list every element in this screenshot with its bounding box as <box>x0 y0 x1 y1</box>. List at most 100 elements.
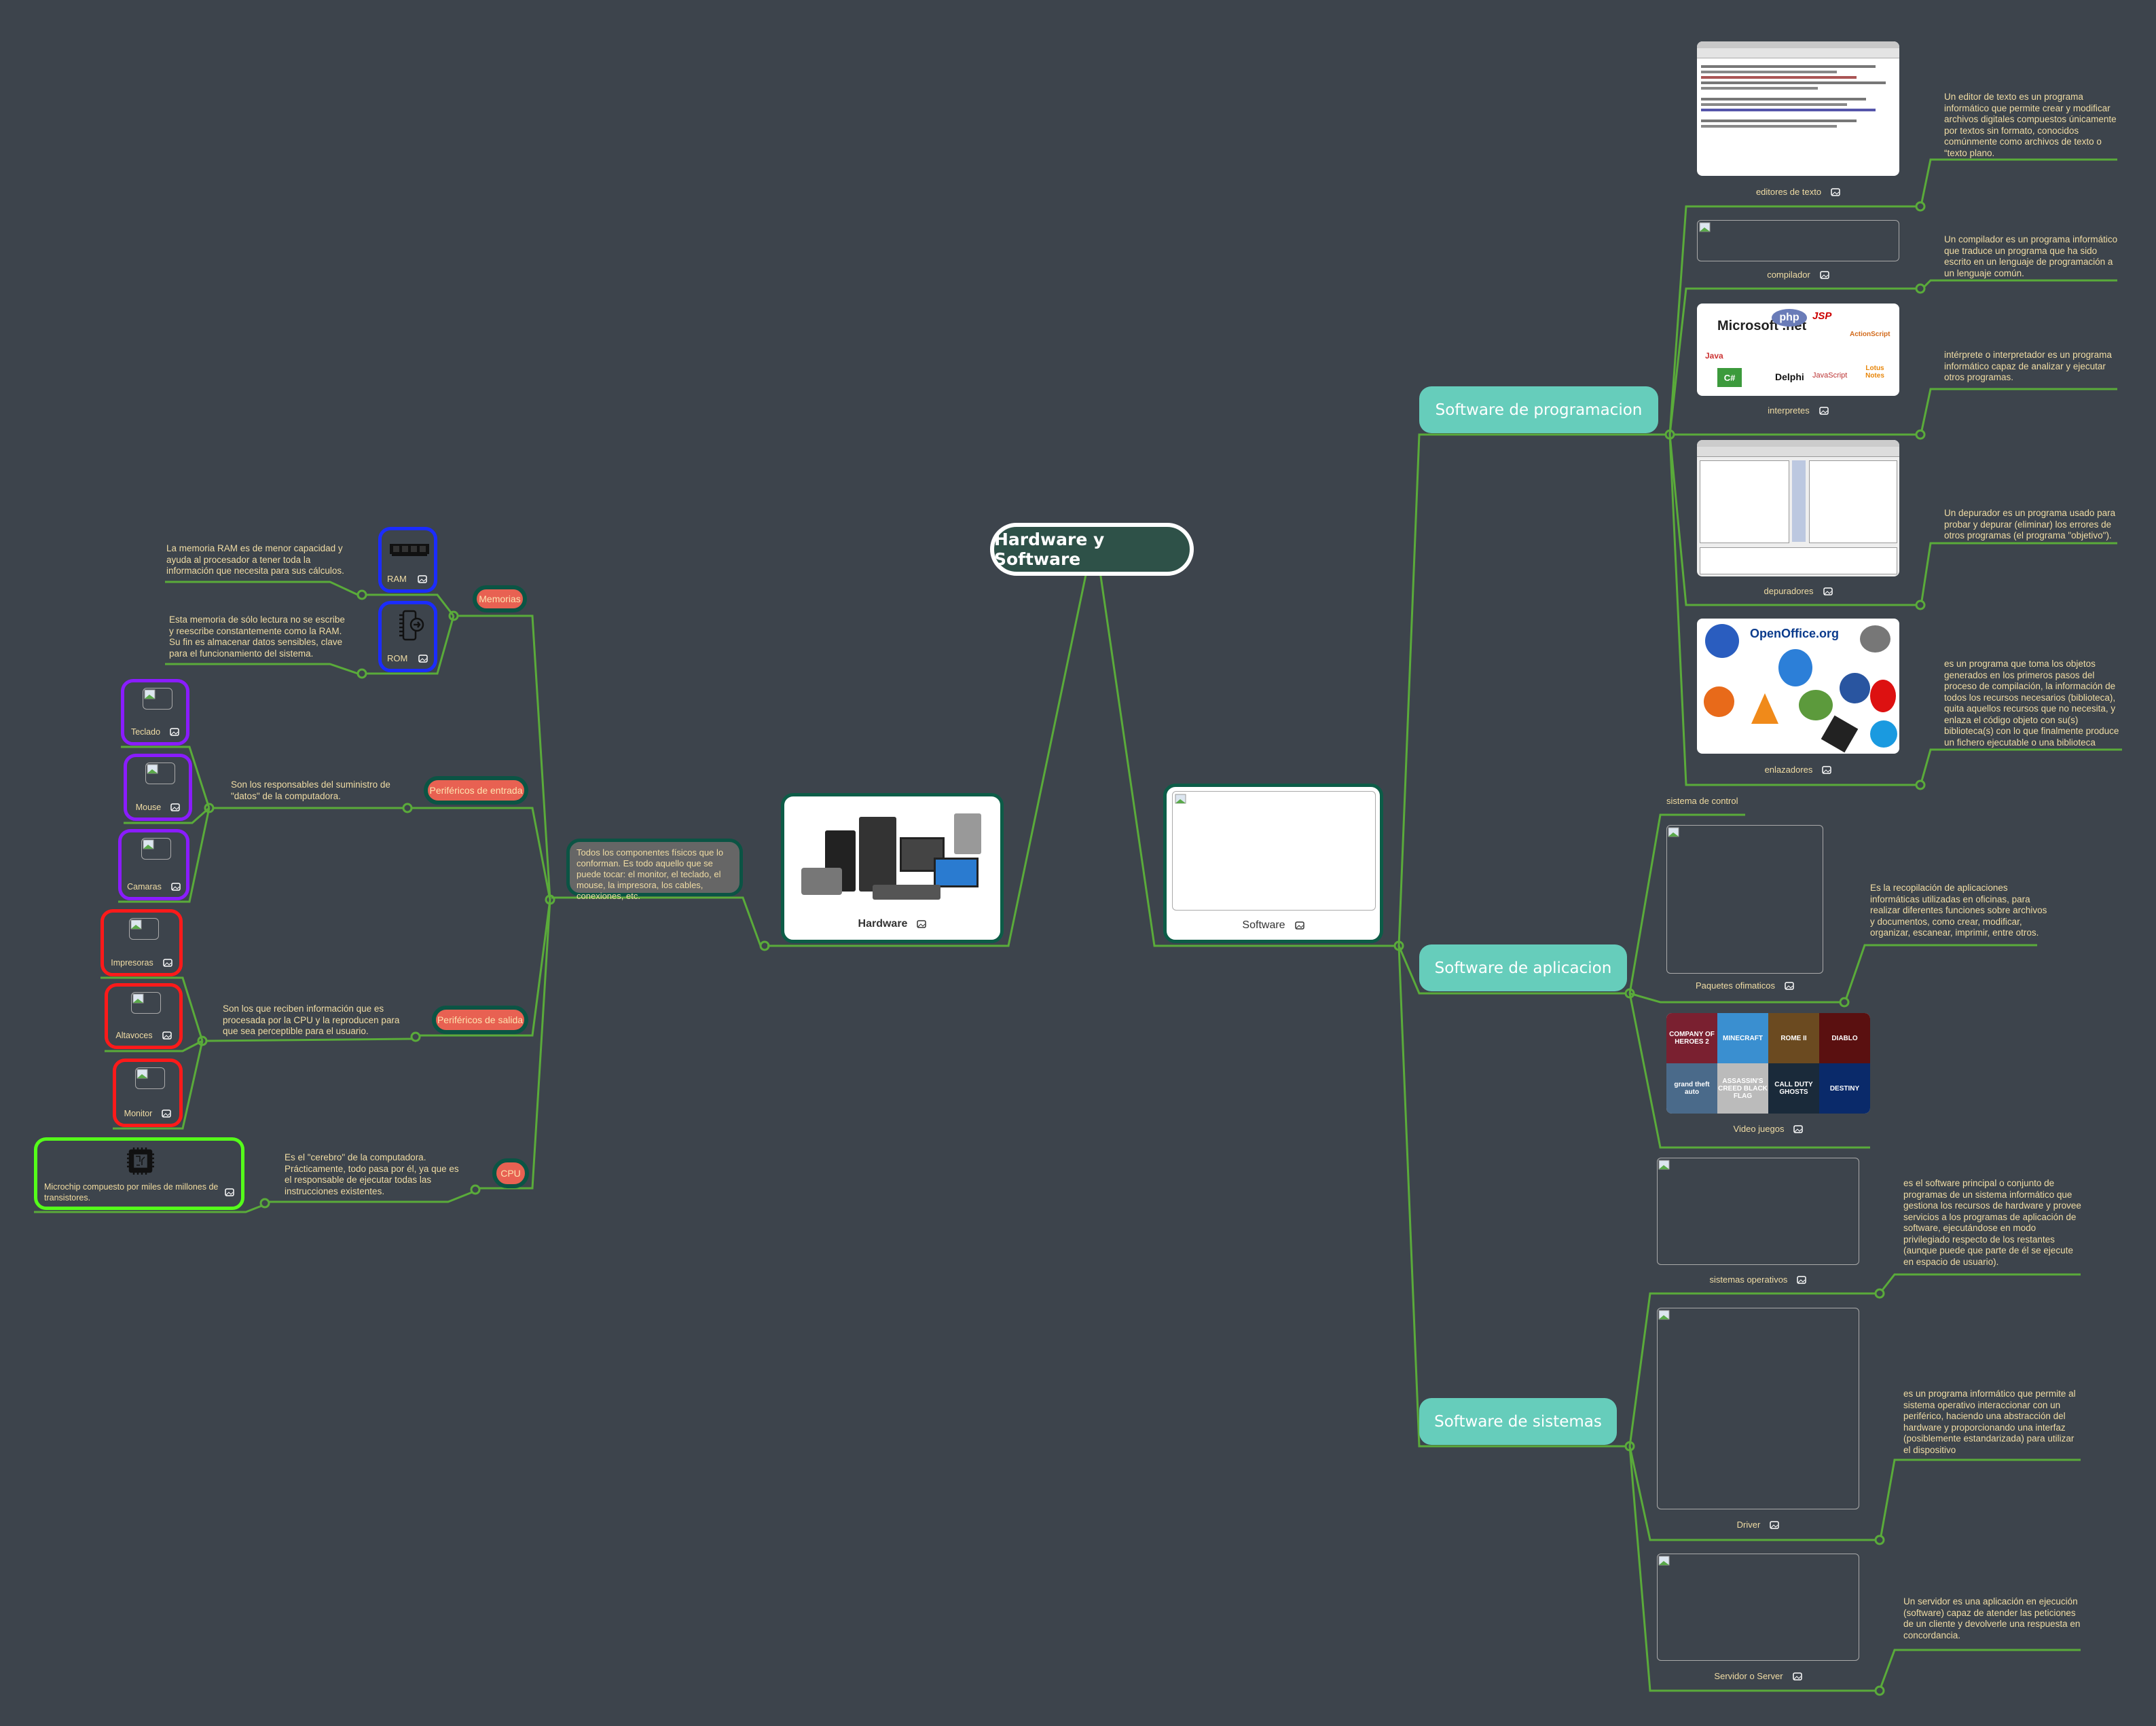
image-icon[interactable] <box>163 959 172 967</box>
device-node[interactable]: Mouse <box>124 754 192 821</box>
broken-image-icon <box>1658 1556 1670 1566</box>
image-icon[interactable] <box>162 1109 172 1118</box>
broken-image-icon <box>1699 222 1711 232</box>
image-icon[interactable] <box>1823 587 1833 595</box>
item-description: Un servidor es una aplicación en ejecuci… <box>1903 1596 2081 1640</box>
memorias-node[interactable]: Memorias <box>473 585 527 612</box>
device-node[interactable]: Teclado <box>121 679 189 746</box>
programacion-item[interactable]: compilador <box>1697 270 1899 280</box>
hardware-description[interactable]: Todos los componentes físicos que lo con… <box>566 839 743 901</box>
image-icon[interactable] <box>225 1188 234 1196</box>
item-label: editores de texto <box>1755 187 1822 197</box>
image-icon[interactable] <box>1785 981 1794 990</box>
game-cover: DESTINY <box>1819 1063 1870 1114</box>
sistema-de-control-label[interactable]: sistema de control <box>1666 796 1738 806</box>
compilador-image-placeholder <box>1697 220 1899 261</box>
image-icon[interactable] <box>1792 1672 1802 1681</box>
image-placeholder <box>1657 1158 1859 1265</box>
device-node[interactable]: Impresoras <box>101 909 183 976</box>
microchip-node[interactable]: Microchip compuesto por miles de millone… <box>34 1137 244 1210</box>
image-icon[interactable] <box>418 574 427 583</box>
paquetes-label: Paquetes ofimaticos <box>1695 980 1776 991</box>
hardware-node[interactable]: Hardware <box>781 793 1004 943</box>
software-programacion-node[interactable]: Software de programacion <box>1419 386 1658 433</box>
ram-label: RAM <box>387 574 407 584</box>
programacion-item[interactable]: editores de texto <box>1697 187 1899 197</box>
entrada-label: Periféricos de entrada <box>429 785 523 796</box>
broken-image-icon <box>143 839 153 849</box>
sistemas-item[interactable]: Driver <box>1657 1520 1859 1530</box>
sistemas-item[interactable]: Servidor o Server <box>1657 1671 1859 1681</box>
ram-description: La memoria RAM es de menor capacidad y a… <box>166 543 344 576</box>
image-icon[interactable] <box>1819 406 1829 415</box>
cpu-label: CPU <box>500 1168 521 1179</box>
image-icon[interactable] <box>171 883 181 891</box>
hardware-devices-image <box>798 803 988 908</box>
image-icon[interactable] <box>1822 765 1832 774</box>
software-node[interactable]: Software <box>1163 784 1383 943</box>
logo: ActionScript <box>1850 331 1890 338</box>
game-cover: ROME II <box>1768 1013 1819 1063</box>
logo: php <box>1772 309 1807 327</box>
image-icon[interactable] <box>1797 1275 1807 1284</box>
root-topic[interactable]: Hardware y Software <box>990 523 1194 576</box>
interpretes-logos-image: Microsoft .net php JSP ActionScript Java… <box>1697 304 1899 396</box>
broken-image-icon <box>1668 827 1679 837</box>
item-description: Un editor de texto es un programa inform… <box>1944 92 2117 158</box>
aplicacion-label: Software de aplicacion <box>1434 959 1612 977</box>
image-icon[interactable] <box>418 654 428 663</box>
game-cover: DIABLO <box>1819 1013 1870 1063</box>
device-node[interactable]: Monitor <box>113 1059 183 1127</box>
device-label: Monitor <box>124 1109 153 1118</box>
microchip-label: Microchip compuesto por miles de millone… <box>44 1182 219 1202</box>
programacion-item[interactable]: interpretes <box>1697 405 1899 416</box>
paquetes-description: Es la recopilación de aplicaciones infor… <box>1870 883 2047 938</box>
game-cover: grand theft auto <box>1666 1063 1717 1114</box>
device-label: Teclado <box>130 727 161 737</box>
game-cover: MINECRAFT <box>1717 1013 1768 1063</box>
device-node[interactable]: Altavoces <box>105 983 183 1049</box>
videojuegos-node[interactable]: Video juegos <box>1666 1124 1870 1134</box>
ram-node[interactable]: RAM <box>378 527 437 593</box>
broken-image-icon <box>147 764 158 774</box>
memorias-label: Memorias <box>479 593 521 604</box>
depurador-screenshot <box>1697 440 1899 576</box>
perifericos-salida-node[interactable]: Periféricos de salida <box>432 1006 528 1034</box>
software-sistemas-node[interactable]: Software de sistemas <box>1419 1398 1617 1445</box>
item-label: Servidor o Server <box>1714 1671 1783 1681</box>
item-label: interpretes <box>1768 405 1810 416</box>
rom-label: ROM <box>387 653 408 663</box>
cpu-node[interactable]: CPU <box>492 1158 529 1188</box>
logo: C# <box>1717 368 1742 387</box>
software-aplicacion-node[interactable]: Software de aplicacion <box>1419 944 1627 991</box>
image-icon[interactable] <box>162 1031 172 1040</box>
image-icon[interactable] <box>1770 1520 1780 1529</box>
paquetes-image-placeholder <box>1666 825 1823 974</box>
editor-texto-screenshot <box>1697 41 1899 176</box>
image-icon[interactable] <box>170 803 181 811</box>
sistemas-item[interactable]: sistemas operativos <box>1657 1274 1859 1285</box>
programacion-item[interactable]: depuradores <box>1697 586 1899 596</box>
paquetes-node[interactable]: Paquetes ofimaticos <box>1666 980 1823 991</box>
item-description: es un programa que toma los objetos gene… <box>1944 659 2119 748</box>
rom-node[interactable]: ROM <box>378 601 437 672</box>
image-icon[interactable] <box>1820 270 1829 279</box>
image-icon[interactable] <box>917 920 927 928</box>
perifericos-entrada-node[interactable]: Periféricos de entrada <box>424 776 528 805</box>
item-description: intérprete o interpretador es un program… <box>1944 350 2112 382</box>
logo: Lotus Notes <box>1865 365 1884 380</box>
game-cover: COMPANY OF HEROES 2 <box>1666 1013 1717 1063</box>
image-placeholder <box>134 1067 165 1089</box>
device-node[interactable]: Camaras <box>118 829 189 900</box>
rom-chip-icon <box>399 610 424 641</box>
salida-label: Periféricos de salida <box>437 1014 524 1025</box>
image-icon[interactable] <box>1793 1124 1804 1133</box>
rom-description: Esta memoria de sólo lectura no se escri… <box>169 614 345 659</box>
programacion-item[interactable]: enlazadores <box>1697 765 1899 775</box>
image-icon[interactable] <box>1831 187 1840 196</box>
image-icon[interactable] <box>170 728 179 736</box>
game-cover: CALL DUTY GHOSTS <box>1768 1063 1819 1114</box>
image-icon[interactable] <box>1294 921 1304 930</box>
